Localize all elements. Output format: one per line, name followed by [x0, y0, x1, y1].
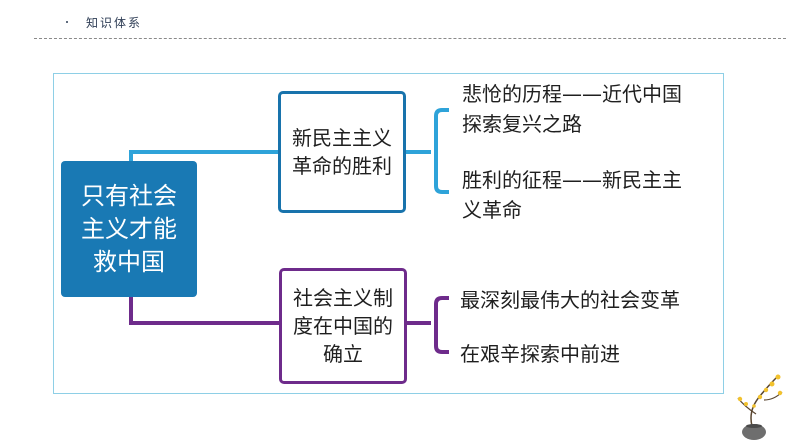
- header-dot: [66, 21, 68, 23]
- branch-node-1-text: 新民主主义革命的胜利: [292, 126, 392, 178]
- connector-branch-1-to-leaves: [406, 108, 449, 194]
- leaf-2-2: 在艰辛探索中前进: [460, 342, 620, 366]
- plum-blossom-vase-icon: [737, 374, 783, 440]
- section-title: 知识体系: [86, 16, 143, 30]
- leaf-2-1: 最深刻最伟大的社会变革: [460, 288, 680, 312]
- branch-node-2-text: 社会主义制度在中国的确立: [293, 286, 393, 366]
- leaf-1-1: 悲怆的历程——近代中国探索复兴之路: [462, 82, 682, 136]
- connector-branch-2-to-leaves: [407, 296, 449, 354]
- connector-root-to-branch-1: [129, 150, 278, 161]
- root-node: 只有社会主义才能救中国: [61, 161, 197, 297]
- root-node-text: 只有社会主义才能救中国: [81, 181, 177, 276]
- branch-node-2: 社会主义制度在中国的确立: [279, 268, 407, 384]
- leaf-1-2: 胜利的征程——新民主主义革命: [462, 168, 682, 222]
- branch-node-1: 新民主主义革命的胜利: [278, 91, 406, 213]
- header-divider: [34, 38, 786, 39]
- connector-root-to-branch-2: [129, 297, 279, 325]
- diagram-frame: [53, 73, 724, 394]
